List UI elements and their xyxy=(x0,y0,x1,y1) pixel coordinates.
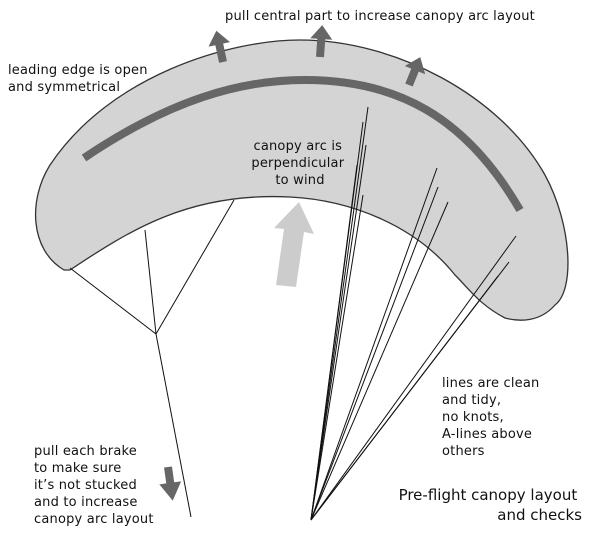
diagram-title: Pre-flight canopy layout and checks xyxy=(399,486,583,524)
canopy-arc-label: canopy arc is perpendicular to wind xyxy=(251,139,348,188)
leading-edge-label: leading edge is open and symmetrical xyxy=(8,63,152,95)
brake-label: pull each brake to make sure it’s not st… xyxy=(34,444,154,527)
wind-arrow-icon xyxy=(274,202,314,287)
up-arrow-icon xyxy=(208,30,231,63)
suspension-lines xyxy=(310,106,517,521)
brake-lines xyxy=(69,199,235,518)
top-label: pull central part to increase canopy arc… xyxy=(225,9,535,24)
down-arrow-icon xyxy=(159,466,182,501)
leading-edge-band xyxy=(81,75,524,213)
lines-label: lines are clean and tidy, no knots, A-li… xyxy=(442,376,544,459)
up-arrow-icon xyxy=(310,25,333,58)
up-arrow-icon xyxy=(404,57,426,87)
